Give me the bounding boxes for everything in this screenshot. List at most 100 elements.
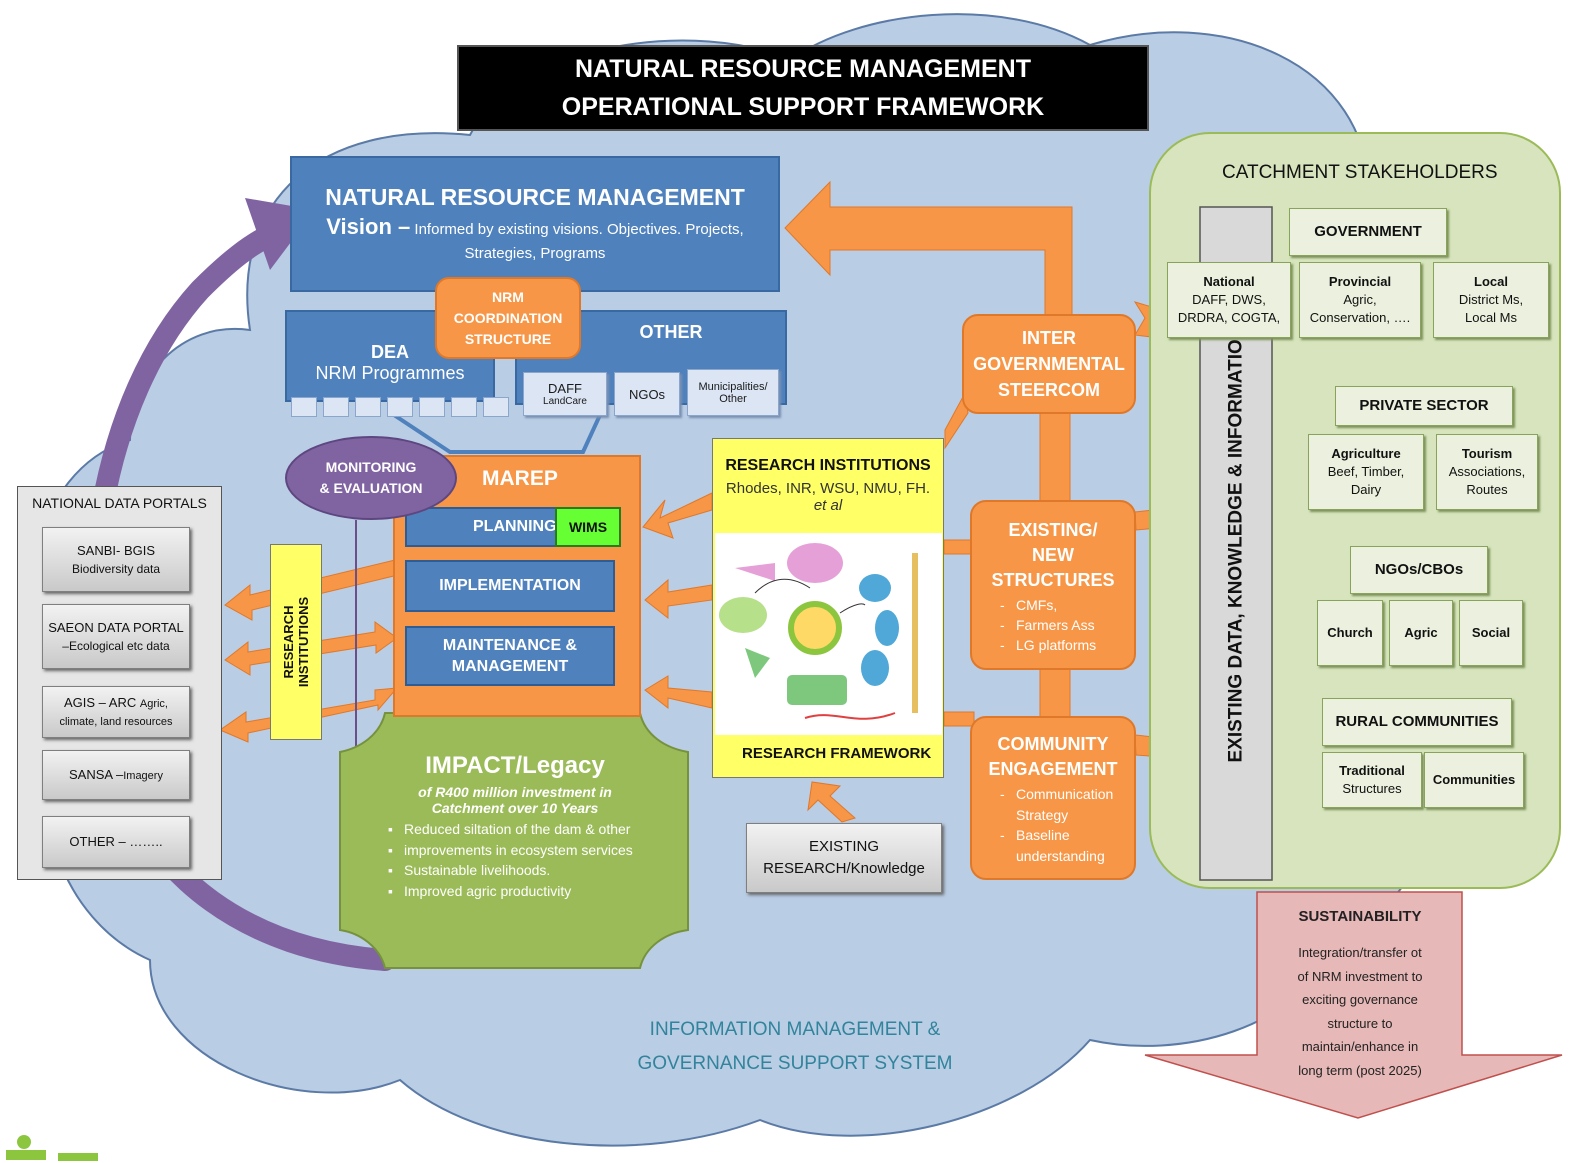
programme-tab: [419, 397, 445, 417]
sust-line: Integration/transfer ot: [1298, 945, 1422, 960]
rural-label: RURAL COMMUNITIES: [1335, 713, 1499, 730]
trad-line-1: Traditional: [1339, 763, 1405, 778]
impact-bullet-cont: improvements in ecosystem services: [388, 840, 633, 861]
sust-line: maintain/enhance in: [1301, 1039, 1419, 1054]
sanbi-portal: SANBI- BGIS Biodiversity data: [42, 527, 190, 592]
other-portal: OTHER – ……..: [42, 816, 190, 868]
research-framework-diagram: [715, 533, 942, 735]
agis-portal: AGIS – ARC Agric, climate, land resource…: [42, 686, 190, 738]
local-line-2: District Ms,: [1458, 292, 1524, 307]
rv-line-1: RESEARCH: [281, 605, 296, 679]
coord-line-2: COORDINATION: [453, 309, 563, 326]
other-heading: OTHER: [639, 322, 703, 342]
existing-new-structures: EXISTING/ NEW STRUCTURES CMFs, Farmers A…: [970, 500, 1136, 670]
stakeholders-heading: CATCHMENT STAKEHOLDERS: [1222, 162, 1498, 183]
local-line-3: Local Ms: [1464, 310, 1518, 325]
sanbi-line-1: SANBI- BGIS: [76, 542, 156, 558]
impact-bullets: Reduced siltation of the dam & other imp…: [360, 819, 633, 901]
local-box: Local District Ms, Local Ms: [1433, 262, 1549, 338]
marep-heading: MAREP: [482, 467, 558, 490]
provincial-line-3: Conservation, ….: [1309, 310, 1411, 325]
research-names: Rhodes, INR, WSU, NMU, FH.: [725, 480, 931, 497]
existing-research-box: EXISTING RESEARCH/Knowledge: [746, 823, 942, 893]
portals-heading: NATIONAL DATA PORTALS: [32, 495, 207, 511]
government-box: GOVERNMENT: [1289, 208, 1447, 256]
national-line-2: DAFF, DWS,: [1192, 292, 1266, 307]
sustainability-heading: SUSTAINABILITY: [1298, 908, 1422, 925]
monitoring-evaluation: MONITORING & EVALUATION: [285, 436, 457, 520]
sansa-b: Imagery: [123, 769, 163, 782]
sust-line: exciting governance: [1302, 992, 1418, 1007]
muni-line-2: Other: [719, 392, 747, 405]
ngos-box: NGOs: [614, 372, 680, 416]
cloud-label: INFORMATION MANAGEMENT & GOVERNANCE SUPP…: [620, 1012, 970, 1082]
communities-label: Communities: [1432, 772, 1516, 787]
impact-sub-1: of R400 million investment in: [418, 784, 612, 800]
sustainability-content: SUSTAINABILITY Integration/transfer ot o…: [1258, 908, 1462, 1098]
existing-data-label: EXISTING DATA, KNOWLEDGE & INFORMATION: [1225, 325, 1247, 762]
vision-line-1: Informed by existing visions. Objectives…: [414, 221, 744, 238]
rv-line-2: INSTITUTIONS: [296, 596, 311, 688]
ngos-label: NGOs: [628, 386, 666, 402]
agric-box: Agric: [1389, 600, 1453, 666]
dea-heading: DEA: [370, 342, 409, 362]
impact-sub-2: Catchment over 10 Years: [431, 800, 599, 816]
research-vertical-text: RESEARCH INSTITUTIONS: [281, 597, 311, 687]
nrm-coordination-structure: NRM COORDINATION STRUCTURE: [435, 277, 581, 359]
community-item: Communication Strategy: [1000, 784, 1116, 825]
provincial-box: Provincial Agric, Conservation, ….: [1299, 262, 1421, 338]
dea-programme-tabs: [291, 397, 509, 417]
implementation-box: IMPLEMENTATION: [405, 560, 615, 612]
programme-tab: [387, 397, 413, 417]
provincial-line-2: Agric,: [1343, 292, 1377, 307]
structures-item: CMFs,: [1000, 595, 1096, 615]
sust-line: of NRM investment to: [1297, 968, 1423, 984]
agri-line-1: Agriculture: [1331, 446, 1401, 461]
structures-item: LG platforms: [1000, 635, 1096, 655]
me-line-1: MONITORING: [325, 459, 417, 475]
impact-bullet: Sustainable livelihoods.: [388, 860, 633, 881]
intergovernmental-steercom: INTER GOVERNMENTAL STEERCOM: [962, 314, 1136, 414]
programme-tab: [483, 397, 509, 417]
sustainability-arrow: [1144, 891, 1563, 1119]
steercom-line-1: INTER: [1022, 328, 1076, 348]
structures-item: Farmers Ass: [1000, 615, 1096, 635]
research-etal: et al: [813, 497, 843, 514]
rural-communities-box: RURAL COMMUNITIES: [1322, 698, 1512, 746]
title-line-1: NATURAL RESOURCE MANAGEMENT: [574, 55, 1032, 83]
private-sector-box: PRIVATE SECTOR: [1335, 386, 1513, 426]
local-line-1: Local: [1474, 274, 1508, 289]
church-box: Church: [1317, 600, 1383, 666]
structures-line-3: STRUCTURES: [991, 570, 1115, 590]
coord-line-1: NRM: [492, 288, 524, 305]
research-framework-label: RESEARCH FRAMEWORK: [742, 745, 932, 762]
national-line-1: National: [1203, 274, 1255, 289]
impact-bullet: Improved agric productivity: [388, 881, 633, 902]
community-line-1: COMMUNITY: [997, 734, 1109, 754]
agri-line-2: Beef, Timber,: [1327, 464, 1405, 479]
programme-tab: [323, 397, 349, 417]
structures-list: CMFs, Farmers Ass LG platforms: [972, 595, 1096, 655]
other-portal-label: OTHER – ……..: [69, 834, 163, 849]
cloud-label-line-2: GOVERNANCE SUPPORT SYSTEM: [637, 1053, 953, 1074]
programme-tab: [451, 397, 477, 417]
framework-title: NATURAL RESOURCE MANAGEMENT OPERATIONAL …: [457, 45, 1149, 131]
maint-line-1: MAINTENANCE &: [442, 637, 578, 654]
sansa-a: SANSA –: [69, 766, 124, 782]
title-line-2: OPERATIONAL SUPPORT FRAMEWORK: [561, 93, 1045, 121]
agriculture-box: Agriculture Beef, Timber, Dairy: [1308, 434, 1424, 510]
vision-text: Vision – Informed by existing visions. O…: [326, 215, 743, 266]
research-institutions-vertical: RESEARCH INSTITUTIONS: [270, 544, 322, 740]
structures-line-2: NEW: [1032, 545, 1074, 565]
tour-line-2: Associations,: [1448, 464, 1526, 479]
cloud-label-line-1: INFORMATION MANAGEMENT &: [649, 1019, 941, 1040]
community-engagement: COMMUNITY ENGAGEMENT Communication Strat…: [970, 716, 1136, 880]
government-label: GOVERNMENT: [1314, 223, 1422, 240]
saeon-portal: SAEON DATA PORTAL –Ecological etc data: [42, 604, 190, 669]
daff-label: DAFF: [548, 381, 582, 396]
impact-bullet: Reduced siltation of the dam & other: [388, 819, 633, 840]
wims-box: WIMS: [555, 507, 621, 547]
social-box: Social: [1459, 600, 1523, 666]
municipalities-box: Municipalities/ Other: [687, 369, 779, 416]
nrm-heading: NATURAL RESOURCE MANAGEMENT: [325, 184, 745, 210]
